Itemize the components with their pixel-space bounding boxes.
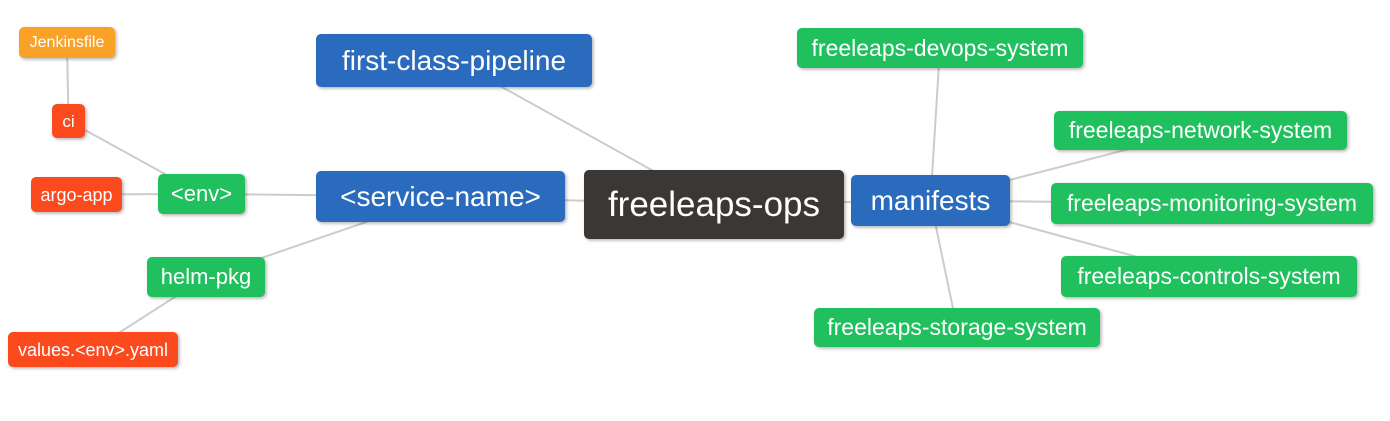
node-first-class-pipeline[interactable]: first-class-pipeline <box>316 34 592 87</box>
node-freeleaps-ops-root[interactable]: freeleaps-ops <box>584 170 844 239</box>
node-freeleaps-devops-system-label: freeleaps-devops-system <box>811 34 1069 61</box>
node-freeleaps-network-system[interactable]: freeleaps-network-system <box>1054 111 1347 150</box>
node-jenkinsfile[interactable]: Jenkinsfile <box>19 27 115 58</box>
node-values-env-yaml-label: values.<env>.yaml <box>17 339 169 360</box>
node-ci-label: ci <box>62 111 75 131</box>
node-freeleaps-controls-system[interactable]: freeleaps-controls-system <box>1061 256 1357 297</box>
node-argo-app-label: argo-app <box>40 184 113 205</box>
node-manifests-label: manifests <box>870 184 991 216</box>
node-service-name[interactable]: <service-name> <box>316 171 565 222</box>
node-values-env-yaml[interactable]: values.<env>.yaml <box>8 332 178 367</box>
node-helm-pkg[interactable]: helm-pkg <box>147 257 265 297</box>
node-freeleaps-ops-label: freeleaps-ops <box>607 185 821 224</box>
node-freeleaps-storage-system-label: freeleaps-storage-system <box>827 314 1087 340</box>
node-env[interactable]: <env> <box>158 174 245 214</box>
node-freeleaps-monitoring-system-label: freeleaps-monitoring-system <box>1066 190 1358 216</box>
node-argo-app[interactable]: argo-app <box>31 177 122 212</box>
node-freeleaps-network-system-label: freeleaps-network-system <box>1068 117 1333 143</box>
node-ci[interactable]: ci <box>52 104 85 138</box>
node-freeleaps-controls-system-label: freeleaps-controls-system <box>1077 263 1341 289</box>
node-freeleaps-storage-system[interactable]: freeleaps-storage-system <box>814 308 1100 347</box>
node-jenkinsfile-label: Jenkinsfile <box>29 33 105 51</box>
node-env-label: <env> <box>170 181 233 206</box>
node-first-class-pipeline-label: first-class-pipeline <box>341 44 567 76</box>
node-freeleaps-devops-system[interactable]: freeleaps-devops-system <box>797 28 1083 68</box>
node-freeleaps-monitoring-system[interactable]: freeleaps-monitoring-system <box>1051 183 1373 224</box>
node-service-name-label: <service-name> <box>340 180 541 212</box>
node-helm-pkg-label: helm-pkg <box>160 264 252 289</box>
node-manifests[interactable]: manifests <box>851 175 1010 226</box>
